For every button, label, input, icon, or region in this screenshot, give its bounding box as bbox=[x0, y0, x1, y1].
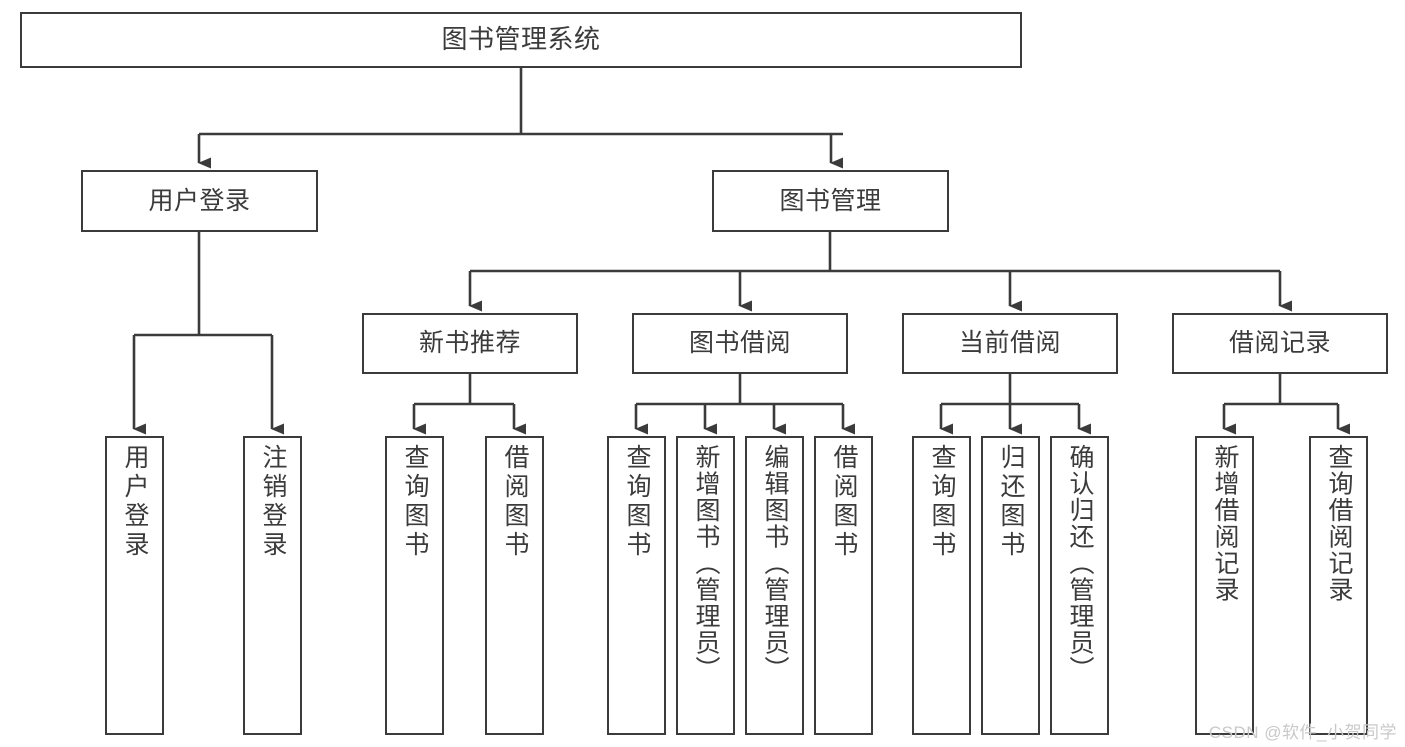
node-borrow-records[interactable]: 借阅记录 bbox=[1172, 313, 1388, 374]
watermark: CSDN @软件_小贺同学 bbox=[1208, 723, 1397, 742]
leaf-recommend-query-book[interactable]: 查询图书 bbox=[385, 436, 444, 735]
leaf-recommend-borrow-book[interactable]: 借阅图书 bbox=[485, 436, 544, 735]
node-label: 查询图书 bbox=[401, 444, 429, 560]
node-label: 图书借阅 bbox=[688, 329, 791, 358]
node-label: 借阅图书 bbox=[501, 444, 529, 560]
node-label: 新增图书（管理员） bbox=[692, 444, 720, 683]
leaf-current-return-book[interactable]: 归还图书 bbox=[981, 436, 1040, 735]
node-root-system[interactable]: 图书管理系统 bbox=[20, 12, 1022, 68]
node-label: 查询图书 bbox=[928, 444, 956, 560]
node-label: 注销登录 bbox=[259, 444, 287, 560]
node-book-management[interactable]: 图书管理 bbox=[712, 170, 949, 232]
node-label: 用户登录 bbox=[121, 444, 149, 560]
leaf-records-add-record[interactable]: 新增借阅记录 bbox=[1195, 436, 1254, 735]
node-label: 图书管理系统 bbox=[441, 24, 601, 55]
node-label: 借阅图书 bbox=[830, 444, 858, 560]
node-label: 查询图书 bbox=[623, 444, 651, 560]
leaf-user-login-login[interactable]: 用户登录 bbox=[105, 436, 164, 735]
node-label: 确认归还（管理员） bbox=[1066, 444, 1094, 683]
leaf-current-confirm-return-admin[interactable]: 确认归还（管理员） bbox=[1050, 436, 1109, 735]
leaf-current-query-book[interactable]: 查询图书 bbox=[912, 436, 971, 735]
node-current-borrow[interactable]: 当前借阅 bbox=[902, 313, 1118, 374]
node-new-book-recommend[interactable]: 新书推荐 bbox=[362, 313, 578, 374]
leaf-borrow-borrow-book[interactable]: 借阅图书 bbox=[814, 436, 873, 735]
node-label: 查询借阅记录 bbox=[1325, 444, 1353, 603]
node-label: 新书推荐 bbox=[418, 329, 521, 358]
leaf-borrow-edit-book-admin[interactable]: 编辑图书（管理员） bbox=[745, 436, 804, 735]
node-label: 当前借阅 bbox=[958, 329, 1061, 358]
leaf-user-login-logout[interactable]: 注销登录 bbox=[243, 436, 302, 735]
node-label: 新增借阅记录 bbox=[1211, 444, 1239, 603]
leaf-records-query-record[interactable]: 查询借阅记录 bbox=[1309, 436, 1368, 735]
node-label: 归还图书 bbox=[997, 444, 1025, 560]
leaf-borrow-query-book[interactable]: 查询图书 bbox=[607, 436, 666, 735]
node-label: 图书管理 bbox=[779, 186, 882, 215]
node-label: 借阅记录 bbox=[1228, 329, 1331, 358]
node-label: 编辑图书（管理员） bbox=[761, 444, 789, 683]
node-label: 用户登录 bbox=[148, 186, 251, 215]
node-book-borrow[interactable]: 图书借阅 bbox=[632, 313, 848, 374]
leaf-borrow-add-book-admin[interactable]: 新增图书（管理员） bbox=[676, 436, 735, 735]
node-user-login[interactable]: 用户登录 bbox=[81, 170, 318, 232]
